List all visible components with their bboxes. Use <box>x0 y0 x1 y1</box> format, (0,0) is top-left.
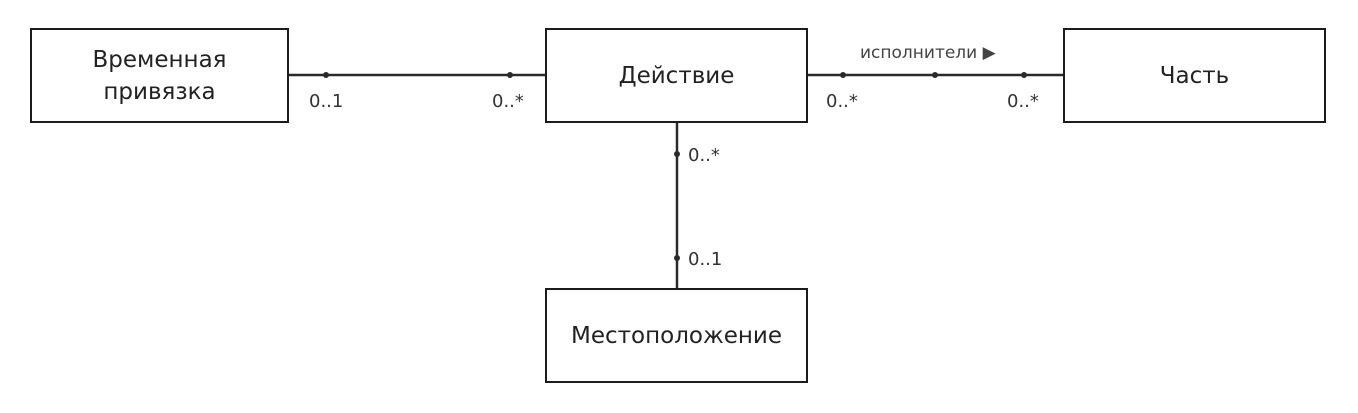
entity-location-label: Местоположение <box>571 322 782 349</box>
entity-time-binding[interactable]: Временная привязка <box>30 28 289 123</box>
endpoint-dot-time <box>323 72 329 78</box>
multiplicity-action-end-bottom: 0..* <box>688 145 720 166</box>
association-name-dot <box>932 72 938 78</box>
entity-action-label: Действие <box>618 62 735 89</box>
multiplicity-action-end-right: 0..* <box>826 91 858 112</box>
multiplicity-action-end-left: 0..* <box>492 91 524 112</box>
endpoint-dot-action-right <box>840 72 846 78</box>
endpoint-dot-location <box>674 255 680 261</box>
multiplicity-part-end: 0..* <box>1007 91 1039 112</box>
entity-part[interactable]: Часть <box>1063 28 1326 123</box>
multiplicity-location-end: 0..1 <box>688 249 723 270</box>
entity-action[interactable]: Действие <box>545 28 808 123</box>
multiplicity-time-end: 0..1 <box>309 91 344 112</box>
entity-time-binding-label-line-1: Временная <box>92 46 227 73</box>
entity-time-binding-label-line-2: привязка <box>103 78 216 105</box>
entity-part-label: Часть <box>1159 62 1230 89</box>
endpoint-dot-action-bottom <box>674 151 680 157</box>
endpoint-dot-part <box>1021 72 1027 78</box>
entity-location[interactable]: Местоположение <box>545 288 808 383</box>
endpoint-dot-action-left <box>507 72 513 78</box>
entity-time-binding-label: Временная привязка <box>92 44 226 108</box>
association-name-performers: исполнители ▶ <box>860 43 996 63</box>
